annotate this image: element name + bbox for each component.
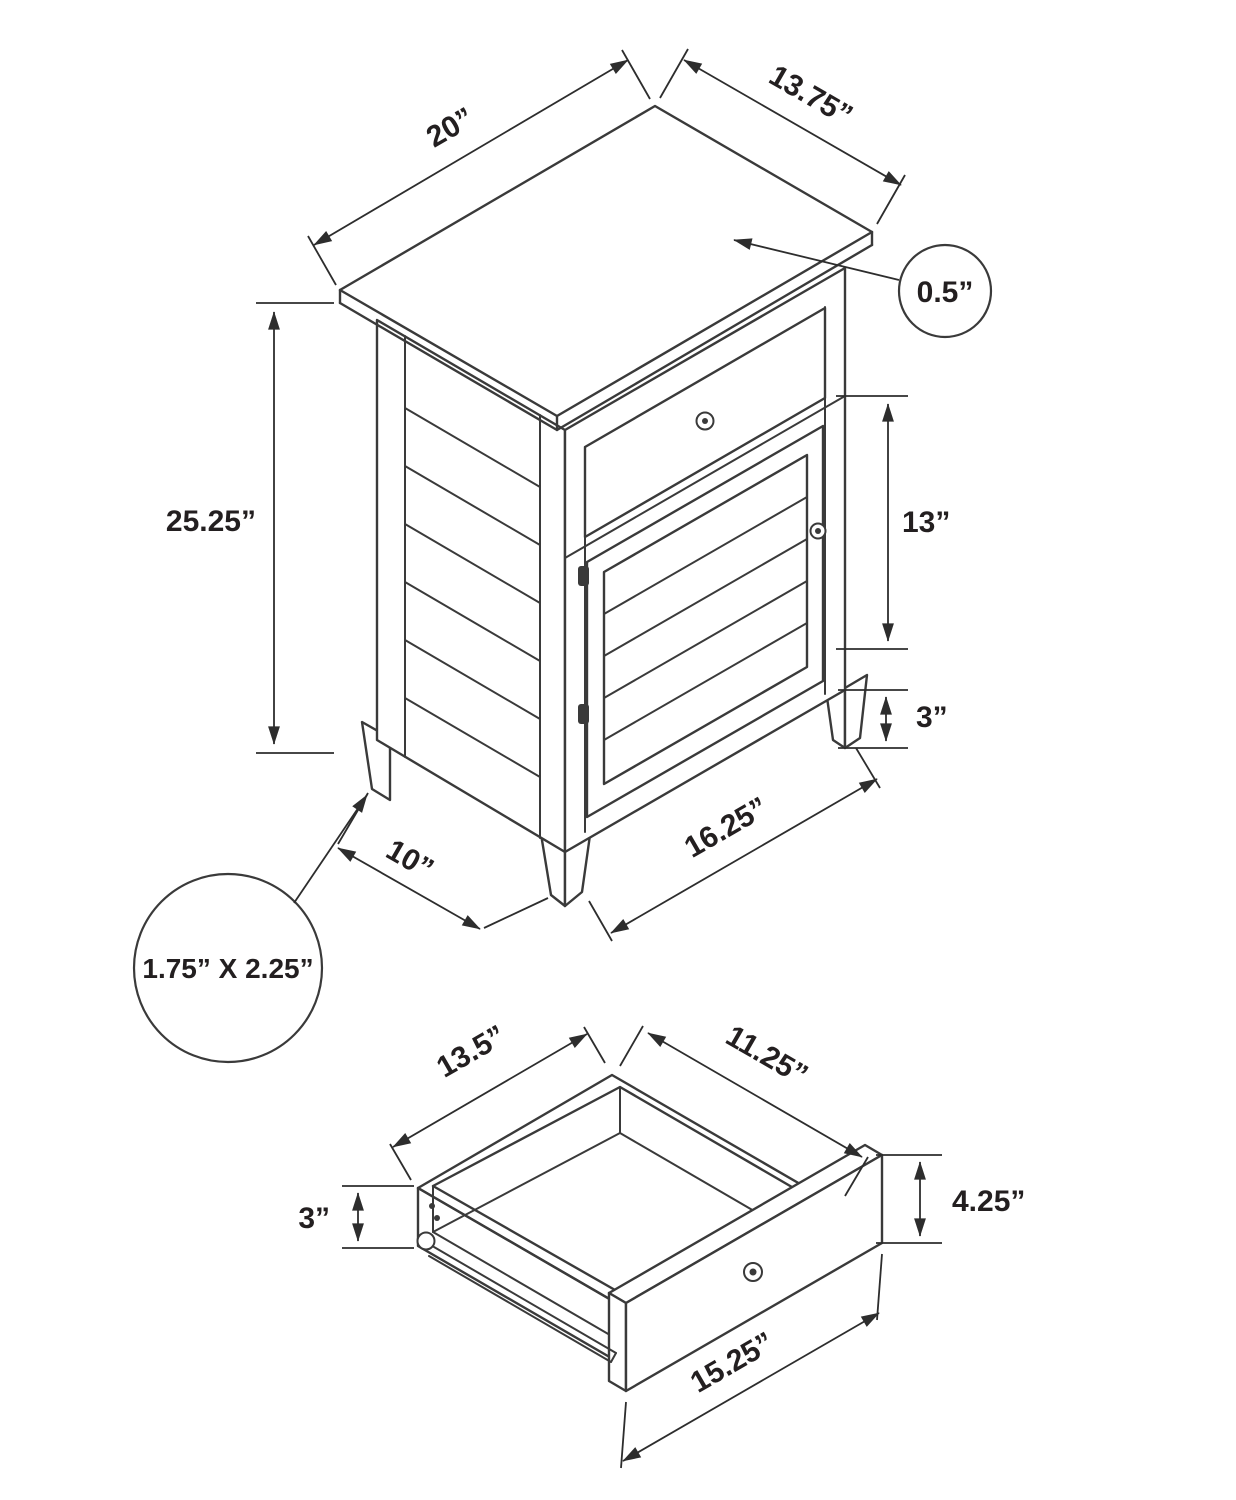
dim-drawer-front-height-label: 4.25” [952, 1185, 1025, 1218]
dim-leg-size-label: 1.75” X 2.25” [142, 953, 313, 984]
leg-callout-circle [132, 872, 324, 1064]
drawer-view: 13.5” 11.25” 3” 4.25” 15.25” [298, 1019, 1025, 1469]
glide-wheel [416, 1231, 436, 1251]
dim-drawer-front-height: 4.25” [876, 1154, 1025, 1244]
cabinet-body [375, 266, 847, 854]
tabletop-edge-band [338, 243, 874, 432]
dim-overall-height: 25.25” [166, 302, 334, 754]
drawer-front-knob [743, 1262, 763, 1282]
panel-side-edge [607, 1291, 628, 1393]
dim-drawer-side-height: 3” [298, 1185, 414, 1249]
dim-drawer-side-height-label: 3” [298, 1202, 330, 1235]
drawer-knob [695, 411, 715, 431]
thickness-callout-circle [897, 243, 993, 339]
dim-leg-size-callout: 1.75” X 2.25” [132, 794, 368, 1064]
door-knob [809, 522, 827, 540]
dim-foot-height-label: 3” [916, 701, 948, 734]
dim-top-depth-label: 13.75” [763, 59, 858, 133]
dim-overall-height-label: 25.25” [166, 505, 256, 538]
dim-drawer-depth: 13.5” [389, 1019, 606, 1181]
dim-door-height: 13” [836, 395, 950, 650]
dim-front-width-label: 16.25” [679, 791, 774, 865]
dim-top-width-label: 20” [421, 101, 479, 154]
glide-screw-hole [429, 1203, 435, 1209]
drawer-glide-rail [416, 1203, 617, 1363]
right-leg-right-face [843, 673, 869, 750]
door-hinge-bottom [578, 704, 589, 724]
dim-top-thickness-callout: 0.5” [733, 238, 993, 339]
door-inner-frame [602, 453, 809, 786]
side-louver-slats [404, 335, 541, 839]
dim-foot-height: 3” [838, 689, 948, 749]
door-hinge-top [578, 566, 589, 586]
door-louver-slats [603, 496, 808, 741]
dim-door-height-label: 13” [902, 506, 950, 539]
nightstand-view: 20” 13.75” 0.5” 25.25” 13” [132, 48, 993, 1064]
dim-top-thickness-label: 0.5” [917, 276, 974, 309]
glide-screw-hole [434, 1215, 440, 1221]
dim-drawer-inner-width-label: 11.25” [720, 1019, 813, 1092]
dim-drawer-depth-label: 13.5” [431, 1019, 511, 1084]
